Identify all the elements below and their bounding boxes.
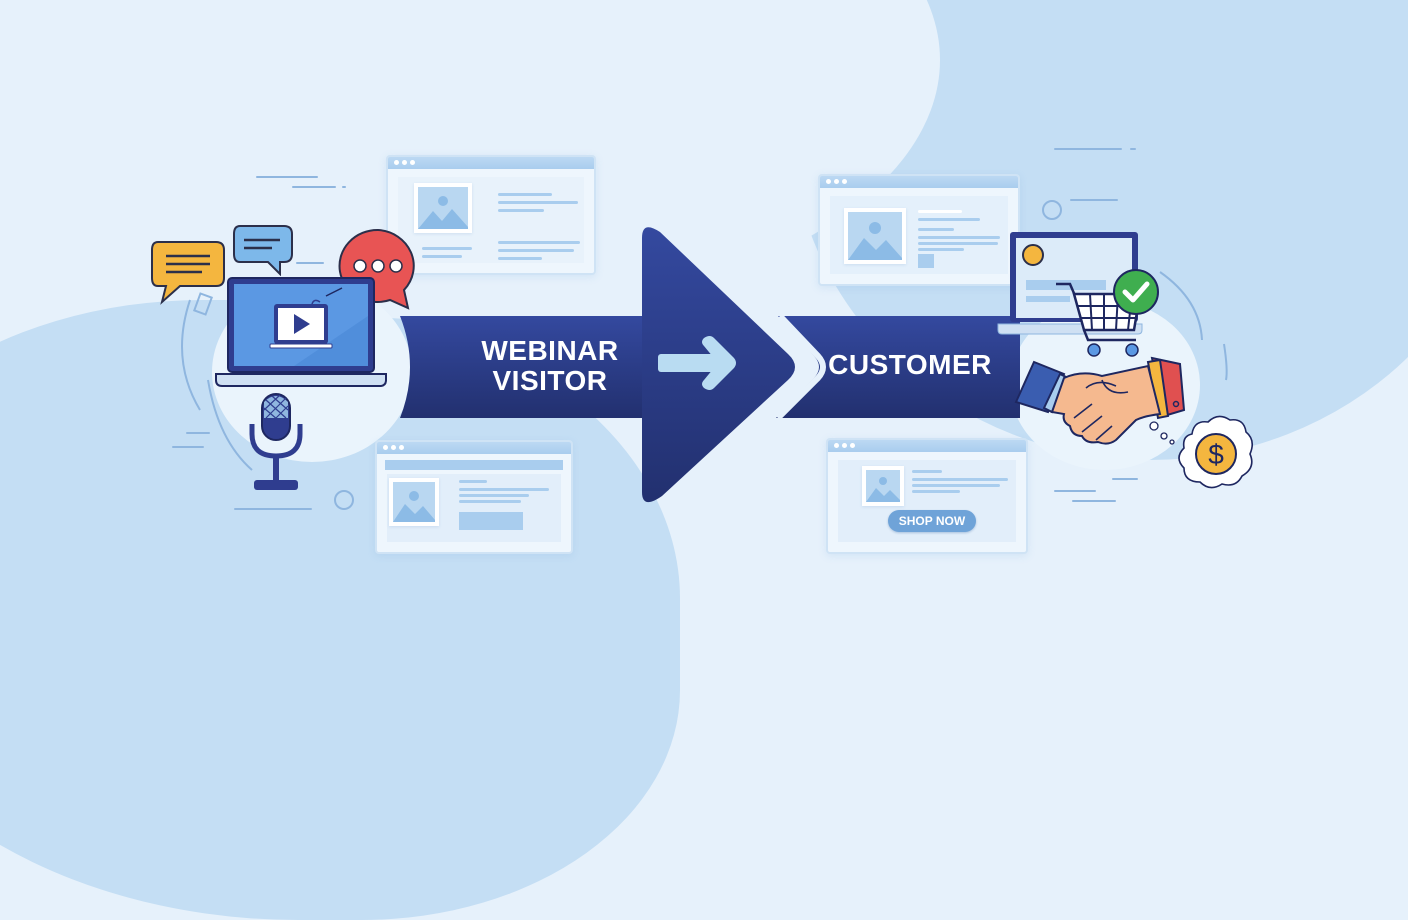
handshake-icon xyxy=(1014,356,1186,445)
browser-bar xyxy=(820,176,1018,188)
decor-line xyxy=(256,176,318,178)
decor-line xyxy=(342,186,346,188)
stage-label-line1: WEBINAR xyxy=(481,335,619,366)
decor-line xyxy=(1072,500,1116,502)
orbit-arcs xyxy=(181,200,1228,510)
image-placeholder-icon xyxy=(844,208,906,264)
stage-label-line2: VISITOR xyxy=(492,365,608,397)
decor-line xyxy=(292,186,336,188)
stage-label-webinar-visitor: WEBINAR VISITOR xyxy=(460,335,640,397)
microphone-icon xyxy=(249,393,303,490)
browser-bar xyxy=(377,442,571,454)
browser-bar xyxy=(828,440,1026,452)
browser-bar xyxy=(388,157,594,169)
stage-label-customer: CUSTOMER xyxy=(828,349,992,380)
decor-line xyxy=(172,446,204,448)
decor-line xyxy=(296,262,324,264)
decor-line xyxy=(186,432,210,434)
thought-bubble-dollar-icon: $ xyxy=(1149,415,1254,489)
webpage-mockup-bottom-left xyxy=(375,440,573,554)
decor-line xyxy=(1112,478,1138,480)
decor-line xyxy=(1054,490,1096,492)
webpage-mockup-top-right xyxy=(818,174,1020,286)
webpage-mockup-bottom-right: SHOP NOW xyxy=(826,438,1028,554)
webpage-mockup-top-left xyxy=(386,155,596,275)
chat-bubble-yellow-icon xyxy=(151,241,225,305)
shop-now-button[interactable]: SHOP NOW xyxy=(888,510,976,532)
chat-bubble-blue-icon xyxy=(233,225,293,276)
image-placeholder-icon xyxy=(414,183,472,233)
decor-line xyxy=(1130,148,1136,150)
checkmark-badge-icon xyxy=(1113,269,1159,315)
image-placeholder-icon xyxy=(862,466,904,506)
decor-line xyxy=(1054,148,1122,150)
laptop-video-play-icon xyxy=(215,277,387,387)
decor-line xyxy=(234,508,312,510)
dollar-symbol: $ xyxy=(1208,439,1224,470)
arrow-right-icon xyxy=(658,336,736,390)
image-placeholder-icon xyxy=(389,478,439,526)
decor-line xyxy=(1070,199,1118,201)
